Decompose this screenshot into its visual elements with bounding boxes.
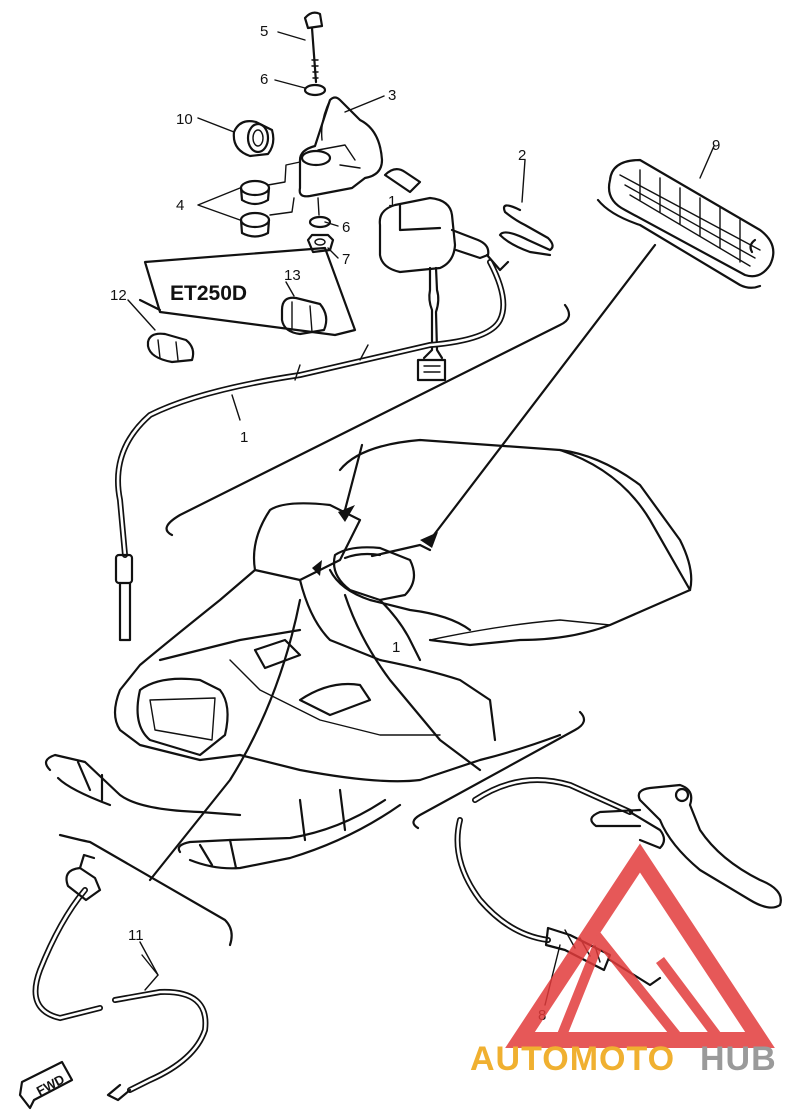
callout-1-body: 1 — [392, 639, 400, 656]
front-marker-text: FWD — [34, 1071, 67, 1098]
callout-13: 13 — [284, 267, 301, 284]
logo-text-secondary: HUB — [700, 1040, 777, 1078]
washer-part-6-lower — [308, 215, 332, 229]
bracket-part-3 — [298, 96, 384, 198]
bolt-part-5 — [303, 11, 324, 84]
model-label: ET250D — [170, 282, 247, 305]
callout-1-cable: 1 — [240, 429, 248, 446]
snowmobile-body — [44, 438, 693, 870]
washer-part-6 — [303, 83, 327, 97]
watermark-text: AUTOMOTO HUB — [470, 1040, 777, 1078]
callout-2: 2 — [518, 147, 526, 164]
callout-4: 4 — [176, 197, 184, 214]
callout-7: 7 — [342, 251, 350, 268]
callout-9: 9 — [712, 137, 720, 154]
grommet-part-4-lower — [239, 211, 271, 238]
logo-triangle-inner — [552, 930, 691, 1045]
callout-12: 12 — [110, 287, 127, 304]
callout-6-lower: 6 — [342, 219, 350, 236]
callout-6-top: 6 — [260, 71, 268, 88]
callout-3: 3 — [388, 87, 396, 104]
grommet-part-4-upper — [239, 179, 271, 206]
collar-part-10 — [232, 120, 275, 158]
handle-grip-part-9 — [596, 158, 775, 289]
throttle-cable-part-1 — [114, 253, 510, 642]
watermark-logo — [505, 843, 775, 1048]
leader-lines — [127, 31, 715, 1006]
throttle-housing — [378, 168, 490, 382]
callout-11: 11 — [128, 927, 144, 944]
callout-1-top: 1 — [388, 193, 396, 210]
clip-part-12 — [146, 332, 195, 364]
cable-clip-part-2 — [498, 204, 554, 257]
nut-part-7 — [306, 233, 335, 254]
callout-10: 10 — [176, 111, 193, 128]
pointer-arrows — [312, 505, 482, 772]
callout-5: 5 — [260, 23, 268, 40]
logo-text-primary: AUTOMOTO — [470, 1040, 675, 1078]
front-direction-marker: FWD — [18, 1060, 74, 1110]
model-variant-box: ET250D — [143, 246, 357, 337]
separator-lines — [58, 298, 586, 947]
cable-part-11 — [32, 598, 302, 1102]
bracket-assembly — [232, 11, 384, 254]
